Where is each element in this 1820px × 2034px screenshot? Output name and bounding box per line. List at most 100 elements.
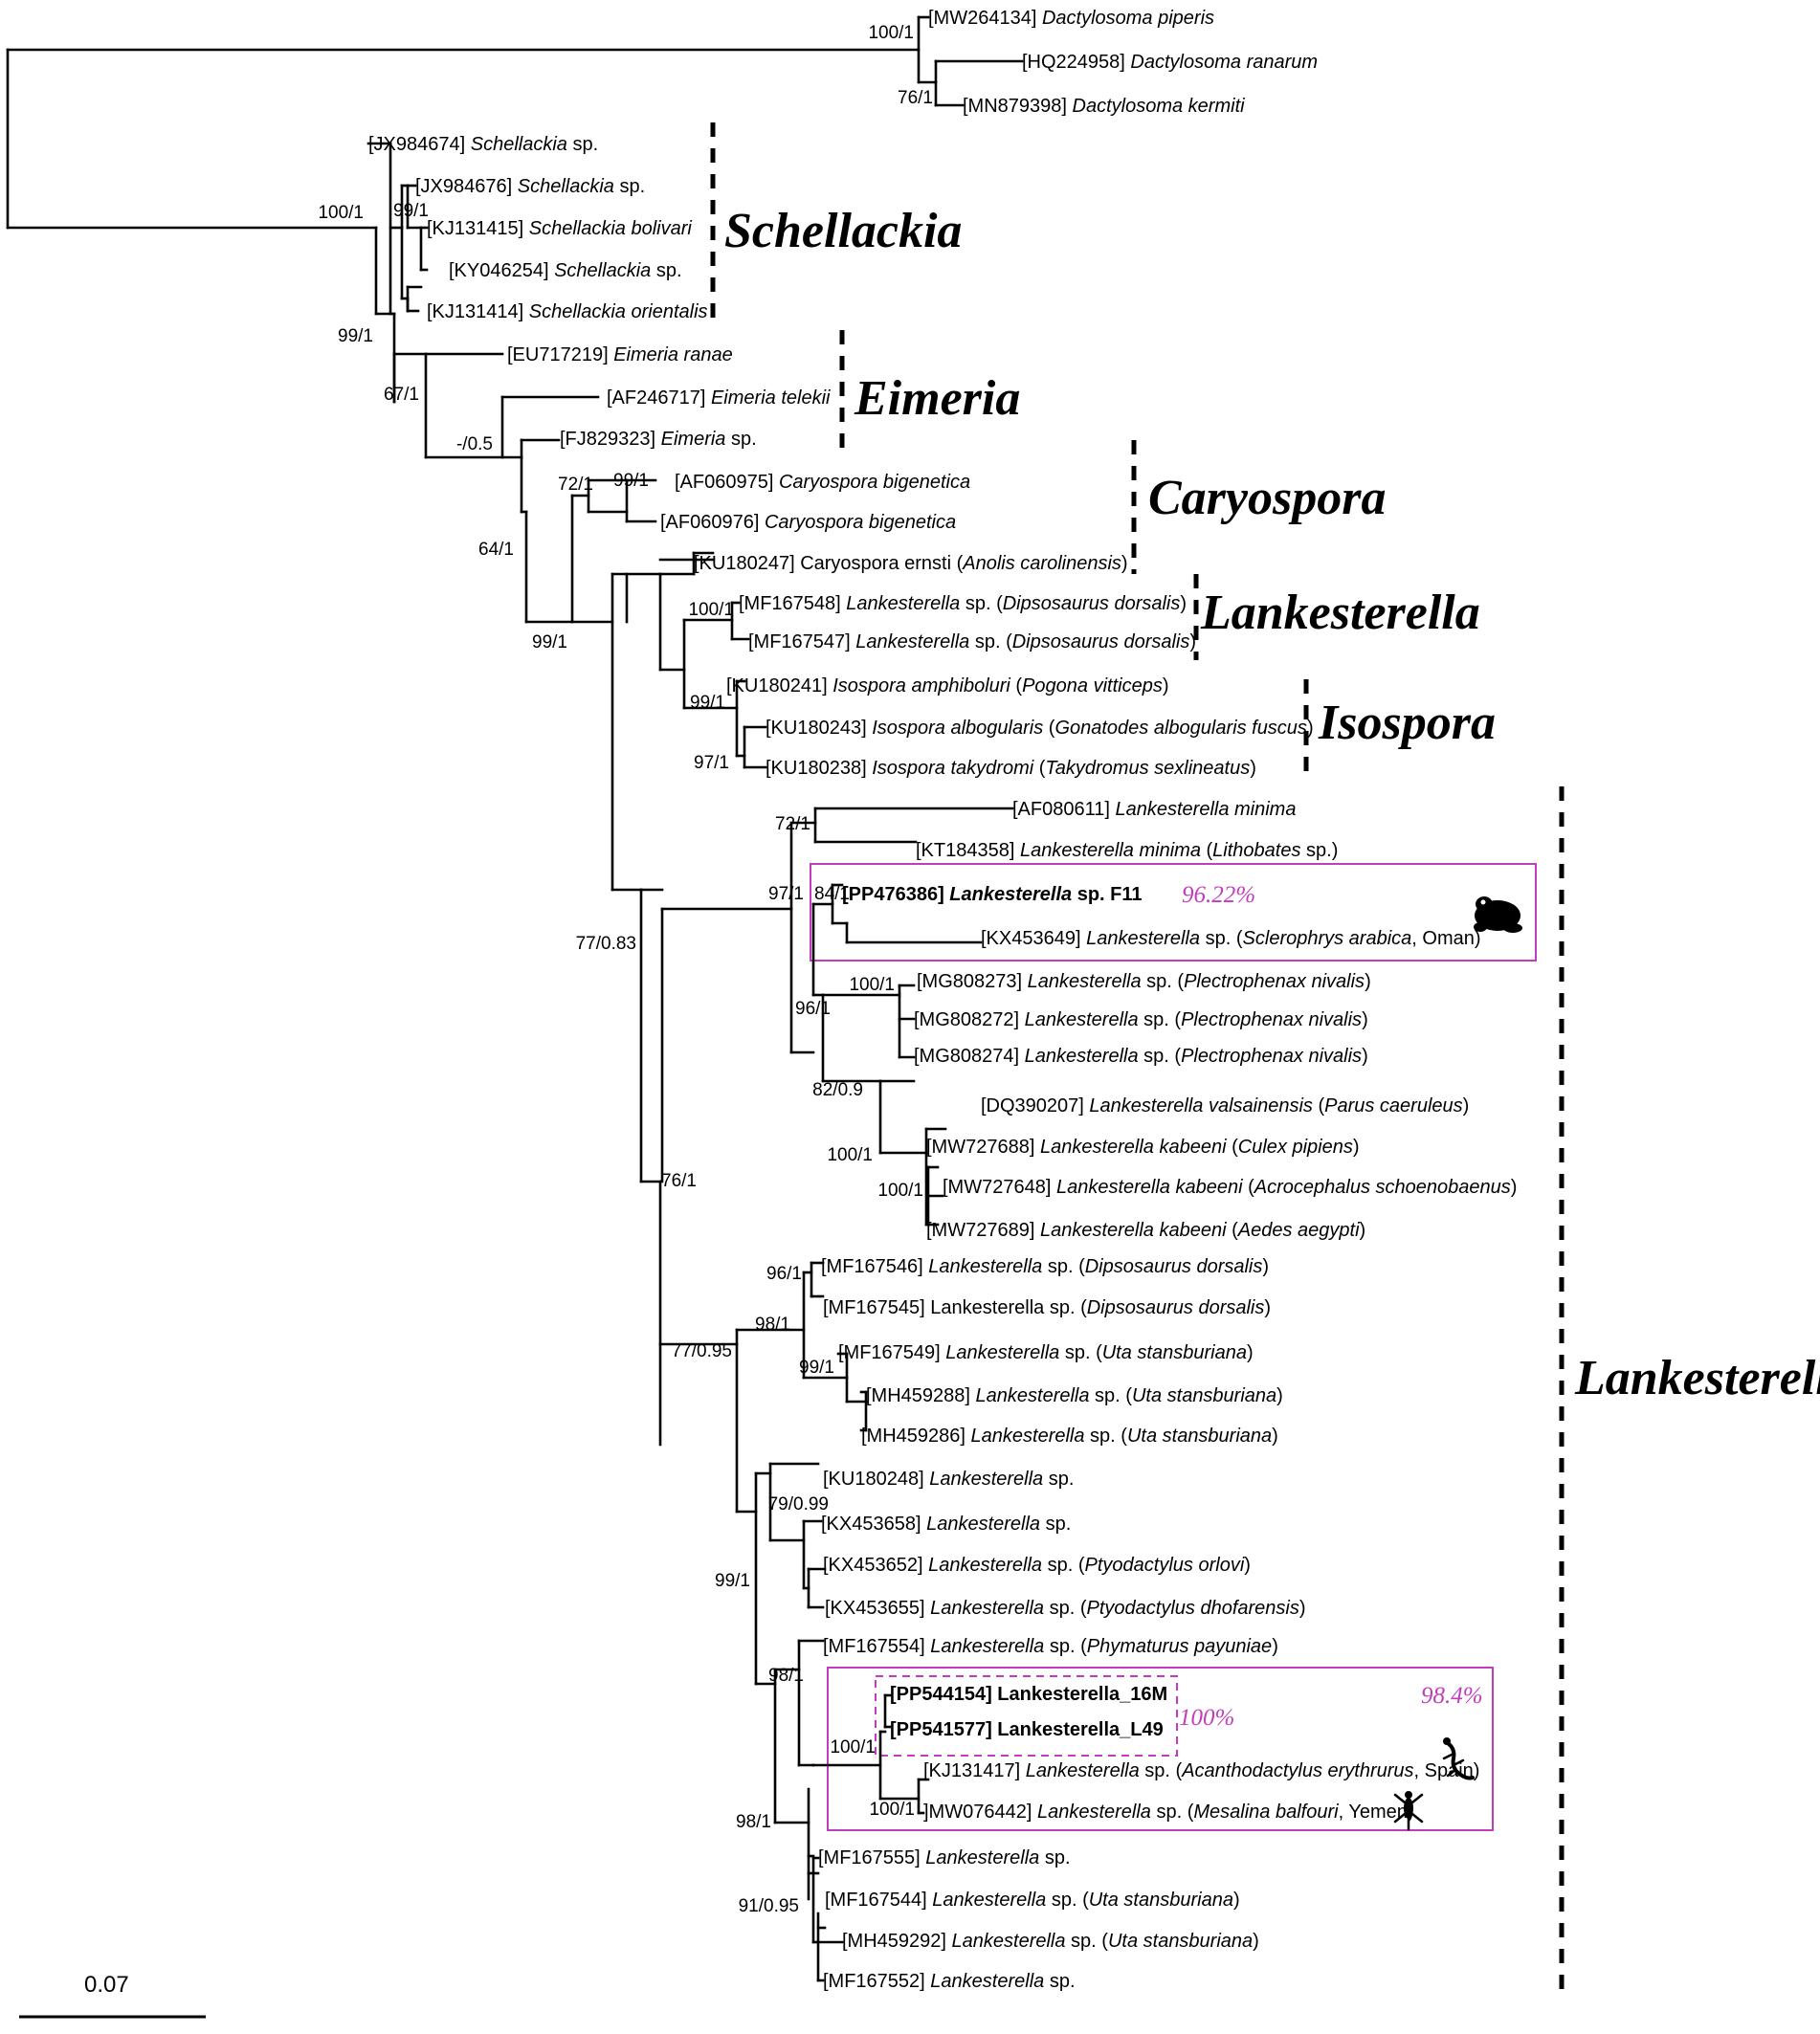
support-value: 99/1 [715,1571,750,1591]
support-value: 98/1 [736,1812,771,1832]
tip-label: [KY046254] Schellackia sp. [449,260,682,281]
tip-label: [KU180248] Lankesterella sp. [823,1469,1074,1490]
support-value: 99/1 [338,326,373,346]
tip-label: [PP476386] Lankesterella sp. F11 [842,884,1143,905]
support-value: 99/1 [532,632,567,652]
tip-label: [MW727688] Lankesterella kabeeni (Culex … [926,1137,1360,1158]
tip-label: [MF167546] Lankesterella sp. (Dipsosauru… [821,1256,1269,1277]
tip-label: [MH459288] Lankesterella sp. (Uta stansb… [866,1385,1283,1406]
support-value: 100/1 [830,1737,876,1758]
tip-label: [KX453655] Lankesterella sp. (Ptyodactyl… [825,1598,1306,1619]
identity-16m-l49: 100% [1179,1705,1234,1731]
tip-label: [MH459292] Lankesterella sp. (Uta stansb… [842,1931,1259,1952]
clade-label-isospora: Isospora [1318,696,1496,750]
support-value: 100/1 [827,1145,873,1165]
support-value: 99/1 [613,471,649,491]
support-value: -/0.5 [456,434,493,454]
support-value: 64/1 [478,540,514,560]
support-values: 100/1 76/1 100/1 99/1 99/1 67/1 -/0.5 64/1 99/1 9… [318,23,933,1916]
support-value: 99/1 [799,1358,834,1378]
tip-label: [FJ829323] Eimeria sp. [560,429,757,450]
support-value: 79/0.99 [768,1494,829,1514]
support-value: 84/1 [814,884,850,904]
tip-label: [MF167548] Lankesterella sp. (Dipsosauru… [739,593,1187,614]
clade-label-schellackia: Schellackia [724,204,962,258]
tip-label: [KU180241] Isospora amphiboluri (Pogona … [726,675,1169,696]
lizard-icon [1442,1737,1475,1780]
clade-label-lankesterella-small: Lankesterella [1200,586,1480,640]
tip-label: ]MW076442] Lankesterella sp. (Mesalina b… [923,1802,1414,1823]
support-value: 98/1 [755,1315,790,1335]
tip-label: [HQ224958] Dactylosoma ranarum [1022,52,1318,73]
support-value: 100/1 [688,600,734,620]
support-value: 100/1 [877,1181,923,1201]
tip-label: [KJ131415] Schellackia bolivari [427,218,692,239]
tip-label: [KX453658] Lankesterella sp. [821,1514,1071,1535]
support-value: 97/1 [694,753,729,773]
tip-label: [MG808274] Lankesterella sp. (Plectrophe… [914,1046,1368,1067]
highlight-box-16m-l49 [827,1667,1494,1831]
tip-label: [MG808273] Lankesterella sp. (Plectrophe… [917,971,1371,992]
tip-label: [MG808272] Lankesterella sp. (Plectrophe… [914,1009,1368,1030]
tip-label: [MW727689] Lankesterella kabeeni (Aedes … [926,1220,1365,1241]
tip-label: [KJ131414] Schellackia orientalis [427,301,708,322]
tip-label: [MW727648] Lankesterella kabeeni (Acroce… [943,1177,1517,1198]
clade-label-eimeria: Eimeria [854,371,1020,426]
tip-label: [AF080611] Lankesterella minima [1012,799,1296,820]
tip-label: [AF060976] Caryospora bigenetica [660,512,956,533]
tip-label: [KJ131417] Lankesterella sp. (Acanthodac… [923,1760,1479,1781]
support-value: 99/1 [393,201,429,221]
dashed-box-identical [875,1675,1178,1757]
support-value: 82/0.9 [812,1080,863,1100]
tip-label: [MF167545] Lankesterella sp. (Dipsosauru… [823,1297,1271,1318]
support-value: 100/1 [849,975,895,995]
tip-label: [JX984674] Schellackia sp. [368,134,598,155]
support-value: 100/1 [869,1800,915,1820]
tip-label: [DQ390207] Lankesterella valsainensis (P… [981,1095,1469,1116]
tip-label: [MF167555] Lankesterella sp. [818,1847,1071,1868]
tip-label: [KU180243] Isospora albogularis (Gonatod… [766,718,1314,739]
support-value: 67/1 [384,385,419,405]
toad-icon [1474,896,1522,933]
support-value: 99/1 [690,693,725,713]
clade-label-caryospora: Caryospora [1148,471,1386,525]
support-value: 100/1 [868,23,914,43]
tip-label: [EU717219] Eimeria ranae [507,344,733,365]
tip-label: [MH459286] Lankesterella sp. (Uta stansb… [861,1426,1278,1447]
tip-label: [JX984676] Schellackia sp. [415,176,645,197]
tip-label: [AF060975] Caryospora bigenetica [675,472,970,493]
support-value: 98/1 [768,1666,804,1686]
support-value: 91/0.95 [739,1896,799,1916]
tip-label: [PP541577] Lankesterella_L49 [890,1719,1164,1740]
tip-label: [MF167549] Lankesterella sp. (Uta stansb… [838,1342,1254,1363]
clade-label-lankesterella-main: Lankesterella [1574,1351,1820,1405]
tip-label: [MF167552] Lankesterella sp. [823,1971,1076,1992]
tip-labels: [MW264134] Dactylosoma piperis [HQ224958]… [368,8,1517,1992]
support-value: 77/0.83 [576,934,636,954]
support-value: 76/1 [661,1171,697,1191]
highlight-box-f11 [810,863,1537,962]
tip-label: [MF167547] Lankesterella sp. (Dipsosauru… [748,631,1196,652]
identity-group: 98.4% [1421,1683,1483,1709]
support-value: 97/1 [768,884,804,904]
tip-label: [MN879398] Dactylosoma kermiti [963,96,1245,117]
tip-label: [KX453649] Lankesterella sp. (Sclerophry… [981,928,1481,949]
tip-label: [AF246717] Eimeria telekii [607,387,831,409]
support-value: 96/1 [766,1264,802,1284]
support-value: 77/0.95 [672,1341,732,1361]
gecko-icon [1393,1791,1424,1831]
support-value: 72/1 [775,814,810,834]
tip-label: [PP544154] Lankesterella_16M [890,1684,1167,1705]
support-value: 76/1 [898,88,933,108]
support-value: 96/1 [795,999,831,1019]
tip-label: [MF167544] Lankesterella sp. (Uta stansb… [825,1890,1240,1911]
tree-branches [6,15,1024,1982]
tip-label: [KT184358] Lankesterella minima (Lithoba… [916,840,1338,861]
tip-label: [MW264134] Dactylosoma piperis [928,8,1214,29]
tip-label: [KU180247] Caryospora ernsti (Anolis car… [694,553,1128,574]
tip-label: [KU180238] Isospora takydromi (Takydromu… [766,758,1256,779]
support-value: 100/1 [318,203,364,223]
tip-label: [KX453652] Lankesterella sp. (Ptyodactyl… [823,1555,1251,1576]
identity-f11: 96.22% [1182,882,1255,908]
